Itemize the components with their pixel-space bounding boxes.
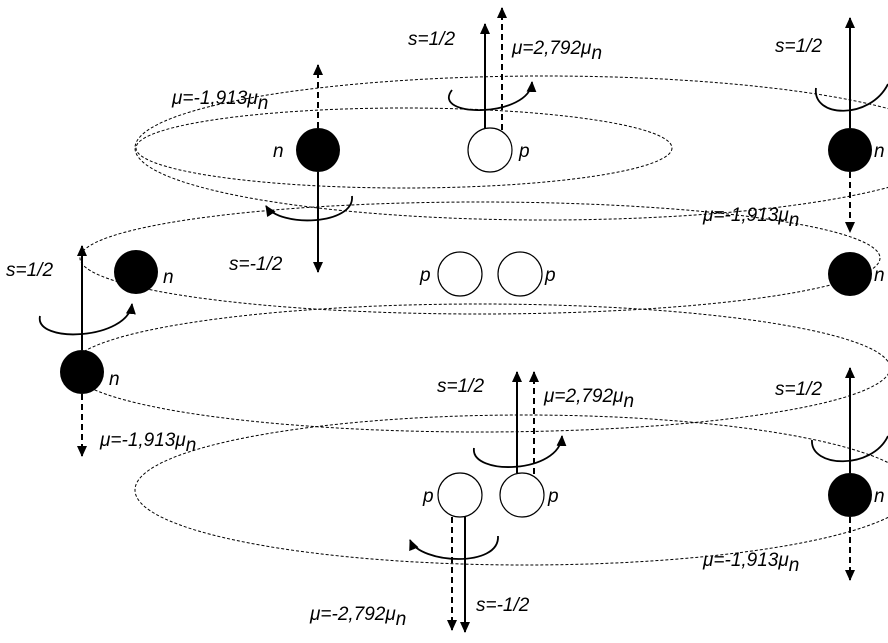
- moment-label: μ=-2,792μn: [309, 604, 406, 630]
- proton-label: p: [547, 486, 559, 507]
- spin-label: s=1/2: [775, 379, 822, 400]
- spin-label: s=1/2: [6, 260, 53, 281]
- rotation-arrow: [811, 435, 888, 463]
- moment-label: μ=-1,913μn: [702, 550, 799, 576]
- neutron: [114, 250, 158, 294]
- neutron-label: n: [109, 369, 120, 390]
- orbit-middle-upper: [79, 201, 881, 315]
- top-proton-group: p s=1/2 μ=2,792μn: [408, 7, 602, 173]
- moment-label: μ=-1,913μn: [171, 88, 268, 114]
- neutron-label: n: [874, 486, 885, 507]
- middle-left-neutron-group: n: [114, 250, 174, 294]
- orbit-top-inner: [135, 107, 673, 189]
- moment-label: μ=2,792μn: [543, 386, 634, 412]
- top-neutron-group: n s=-1/2 μ=-1,913μn: [171, 64, 353, 275]
- rotation-arrow: [815, 83, 888, 112]
- proton: [437, 472, 483, 518]
- spin-label: s=1/2: [437, 376, 484, 397]
- proton: [437, 251, 483, 297]
- spin-label: s=1/2: [408, 29, 455, 50]
- middle-proton-pair: p p: [419, 251, 556, 297]
- neutron-label: n: [163, 267, 174, 288]
- rotation-arrow: [448, 81, 537, 111]
- spin-label: s=1/2: [775, 36, 822, 57]
- rotation-arrow: [473, 435, 567, 468]
- proton-label: p: [518, 141, 530, 162]
- moment-label: μ=2,792μn: [511, 38, 602, 64]
- proton: [499, 472, 545, 518]
- neutron-label: n: [874, 141, 885, 162]
- rotation-arrow: [409, 535, 499, 560]
- orbit-top-outer: [134, 75, 888, 221]
- neutron: [60, 350, 104, 394]
- bottom-right-neutron-group: n s=1/2 μ=-1,913μn: [702, 367, 888, 581]
- rotation-arrow: [265, 195, 353, 222]
- proton: [497, 251, 543, 297]
- proton-label: p: [419, 265, 431, 286]
- middle-right-neutron-group: n: [828, 252, 885, 296]
- moment-label: μ=-1,913μn: [99, 430, 196, 456]
- spin-label: s=-1/2: [229, 254, 283, 275]
- moment-label: μ=-1,913μn: [702, 205, 799, 231]
- orbit-middle-lower: [69, 303, 888, 433]
- spin-label: s=-1/2: [476, 595, 530, 616]
- proton: [467, 127, 513, 173]
- neutron: [828, 252, 872, 296]
- neutron: [296, 128, 340, 172]
- proton-label: p: [422, 486, 434, 507]
- lower-left-neutron-group: n s=1/2 μ=-1,913μn: [6, 245, 196, 457]
- rotation-arrow: [39, 303, 136, 336]
- proton-label: p: [544, 265, 556, 286]
- neutron: [828, 128, 872, 172]
- neutron-label: n: [273, 141, 284, 162]
- bottom-proton-pair: p p s=1/2 μ=2,792μn s=-1/2 μ=-2,792μn: [309, 371, 634, 633]
- top-right-neutron-group: n s=1/2 μ=-1,913μn: [702, 17, 888, 233]
- neutron-label: n: [874, 265, 885, 286]
- neutron: [828, 473, 872, 517]
- orbit-bottom: [134, 414, 888, 566]
